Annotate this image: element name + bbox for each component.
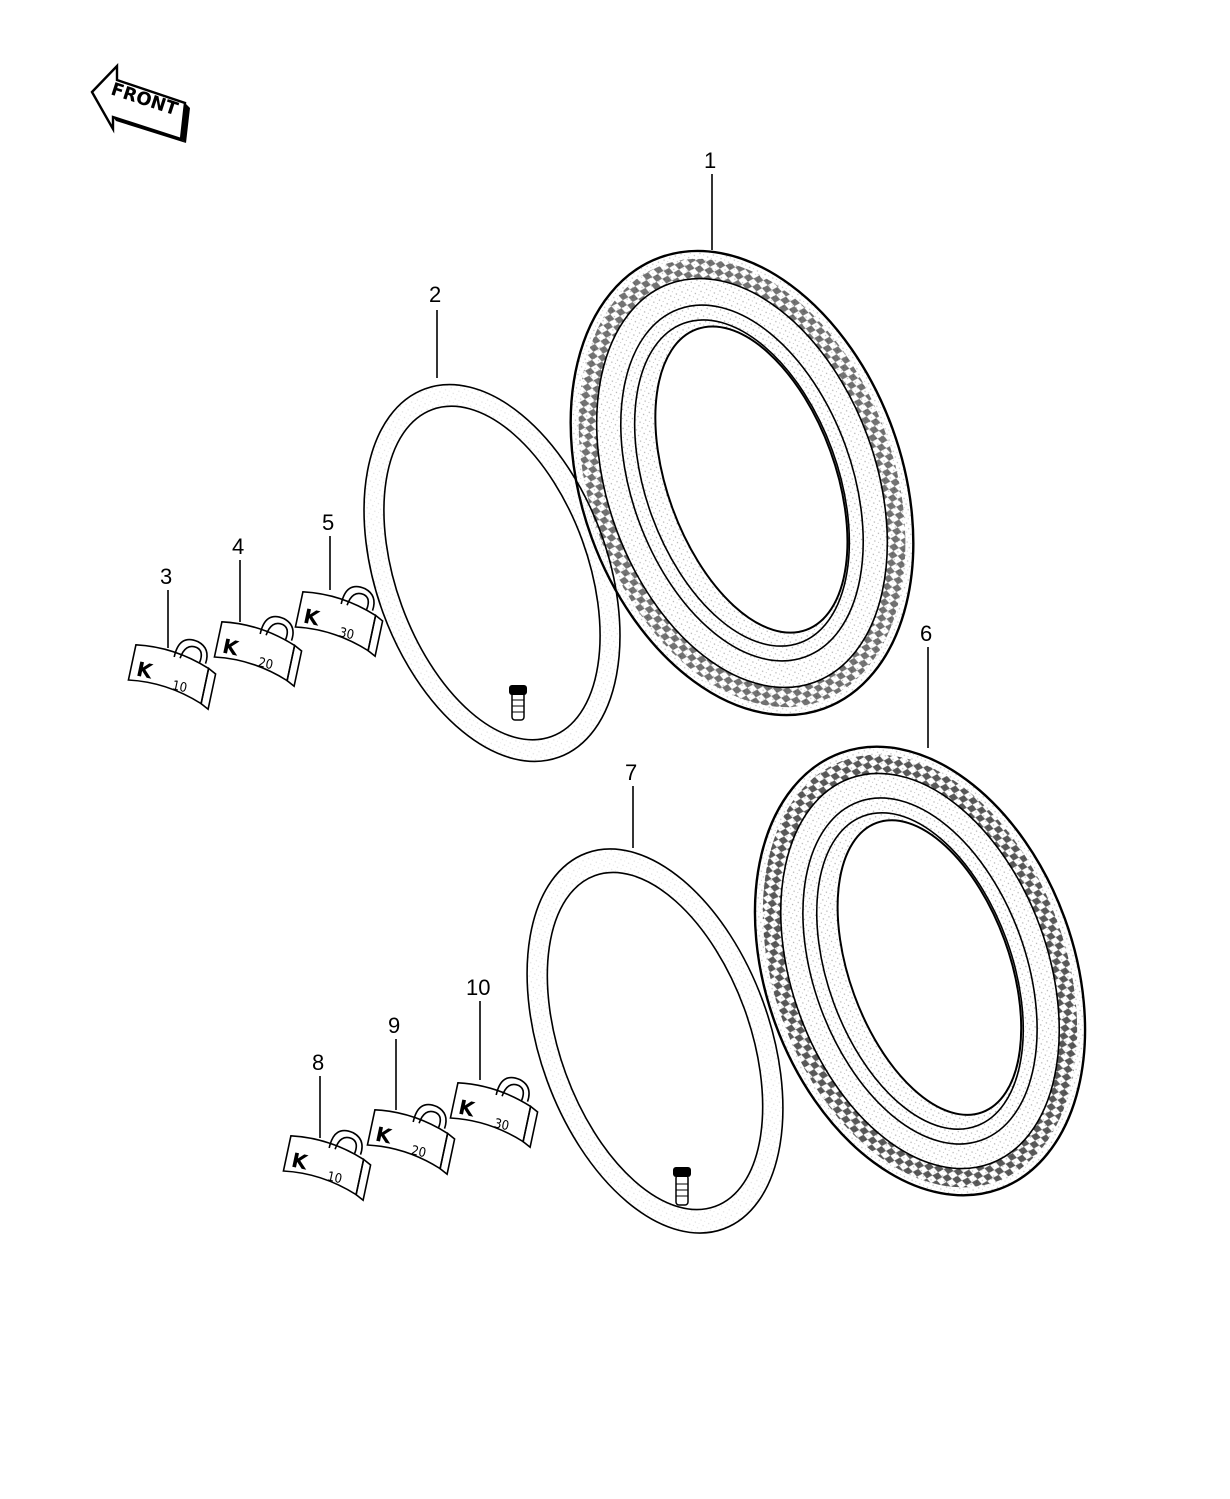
weight-3-value: 10 <box>171 678 189 696</box>
callout-5: 5 <box>322 510 334 535</box>
callout-4: 4 <box>232 534 244 559</box>
weight-10-k-logo: K <box>457 1095 479 1122</box>
balance-weight-5: K 30 <box>294 585 384 658</box>
callout-9: 9 <box>388 1013 400 1038</box>
balance-weight-4: K 20 <box>213 615 303 688</box>
balance-weight-8: K 10 <box>282 1129 372 1202</box>
front-label: FRONT <box>108 79 181 120</box>
callout-3: 3 <box>160 564 172 589</box>
callout-10: 10 <box>466 975 490 1000</box>
weight-8-value: 10 <box>326 1169 344 1187</box>
weight-9-k-logo: K <box>374 1122 396 1149</box>
front-tube-valve-stem <box>509 685 527 721</box>
weight-10-value: 30 <box>493 1116 511 1134</box>
weight-3-k-logo: K <box>135 657 157 684</box>
callout-6: 6 <box>920 621 932 646</box>
callout-2: 2 <box>429 282 441 307</box>
balance-weight-10: K 30 <box>449 1076 539 1149</box>
rear-inner-tube <box>526 848 784 1234</box>
balance-weight-3: K 10 <box>127 638 217 711</box>
front-inner-tube <box>363 383 621 763</box>
weight-4-value: 20 <box>257 655 275 673</box>
weight-5-k-logo: K <box>302 604 324 631</box>
weight-4-k-logo: K <box>221 634 243 661</box>
rear-tire <box>753 745 1087 1197</box>
callout-7: 7 <box>625 760 637 785</box>
balance-weight-9: K 20 <box>366 1103 456 1176</box>
callout-1: 1 <box>704 148 716 173</box>
weight-8-k-logo: K <box>290 1148 312 1175</box>
front-direction-arrow-icon: FRONT <box>90 63 190 143</box>
weight-5-value: 30 <box>338 625 356 643</box>
callout-leaders <box>167 174 929 1138</box>
weight-9-value: 20 <box>410 1143 428 1161</box>
front-tire <box>569 249 915 717</box>
callout-8: 8 <box>312 1050 324 1075</box>
rear-tube-valve-stem <box>673 1167 691 1206</box>
